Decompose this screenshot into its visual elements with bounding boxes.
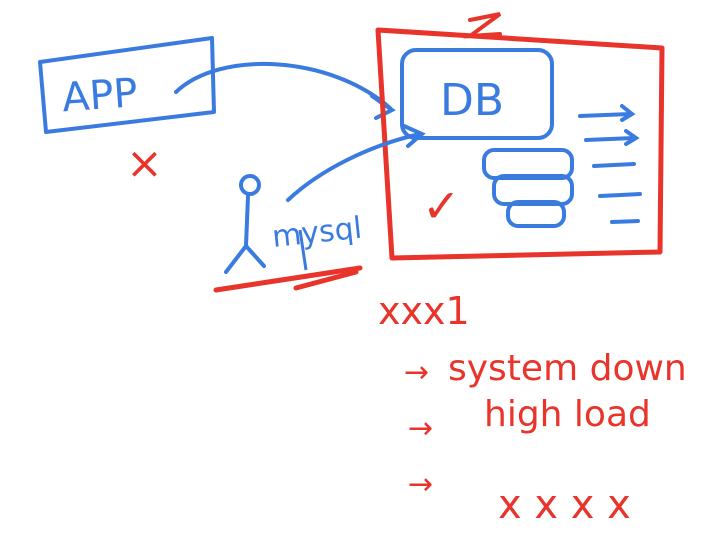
notes-block: xxx1 → system down → high load → x x x x — [378, 289, 687, 528]
note-text-1: system down — [448, 348, 687, 389]
db-shard-stack — [482, 148, 574, 228]
db-label: DB — [440, 75, 504, 126]
user-head — [239, 174, 261, 196]
db-box — [400, 48, 554, 140]
app-to-db-line — [174, 61, 392, 110]
output-arrow-2 — [584, 129, 640, 146]
user-to-db-arrow — [286, 124, 426, 202]
app-label: APP — [61, 70, 140, 121]
db-tick-mark: ✓ — [422, 179, 461, 233]
db-shard-3 — [506, 200, 566, 228]
app-node: APP — [38, 36, 216, 134]
note-arrow-3: → — [408, 467, 433, 502]
mysql-tail-stroke — [298, 229, 308, 271]
output-arrow-1 — [578, 104, 636, 122]
db-shard-1 — [482, 148, 574, 180]
output-line-4 — [598, 192, 642, 198]
output-line-3 — [592, 162, 636, 168]
app-box — [38, 36, 216, 134]
app-cross-mark: × — [126, 138, 163, 189]
strike-line-2 — [293, 269, 359, 291]
strike-line-1 — [213, 265, 363, 293]
db-boundary — [375, 12, 665, 261]
user-body — [244, 194, 250, 248]
note-arrow-1: → — [404, 355, 429, 390]
note-text-3: x x x x — [498, 482, 631, 528]
db-boundary-box — [375, 27, 665, 261]
app-to-db-arrow — [174, 61, 396, 120]
user-figure — [224, 174, 266, 274]
boundary-scribble — [463, 12, 502, 39]
note-arrow-2: → — [408, 411, 433, 446]
db-output-lines — [578, 104, 642, 224]
note-text-2: high load — [484, 394, 651, 435]
mysql-strike — [213, 265, 363, 293]
notes-heading: xxx1 — [378, 289, 470, 333]
user-to-db-arrowhead — [402, 124, 426, 148]
db-node: DB — [400, 48, 554, 140]
user-legs — [224, 244, 266, 274]
user-to-db-line — [286, 132, 422, 202]
db-shard-2 — [492, 174, 574, 206]
output-line-5 — [610, 219, 640, 224]
user-label: mysql — [270, 211, 363, 255]
